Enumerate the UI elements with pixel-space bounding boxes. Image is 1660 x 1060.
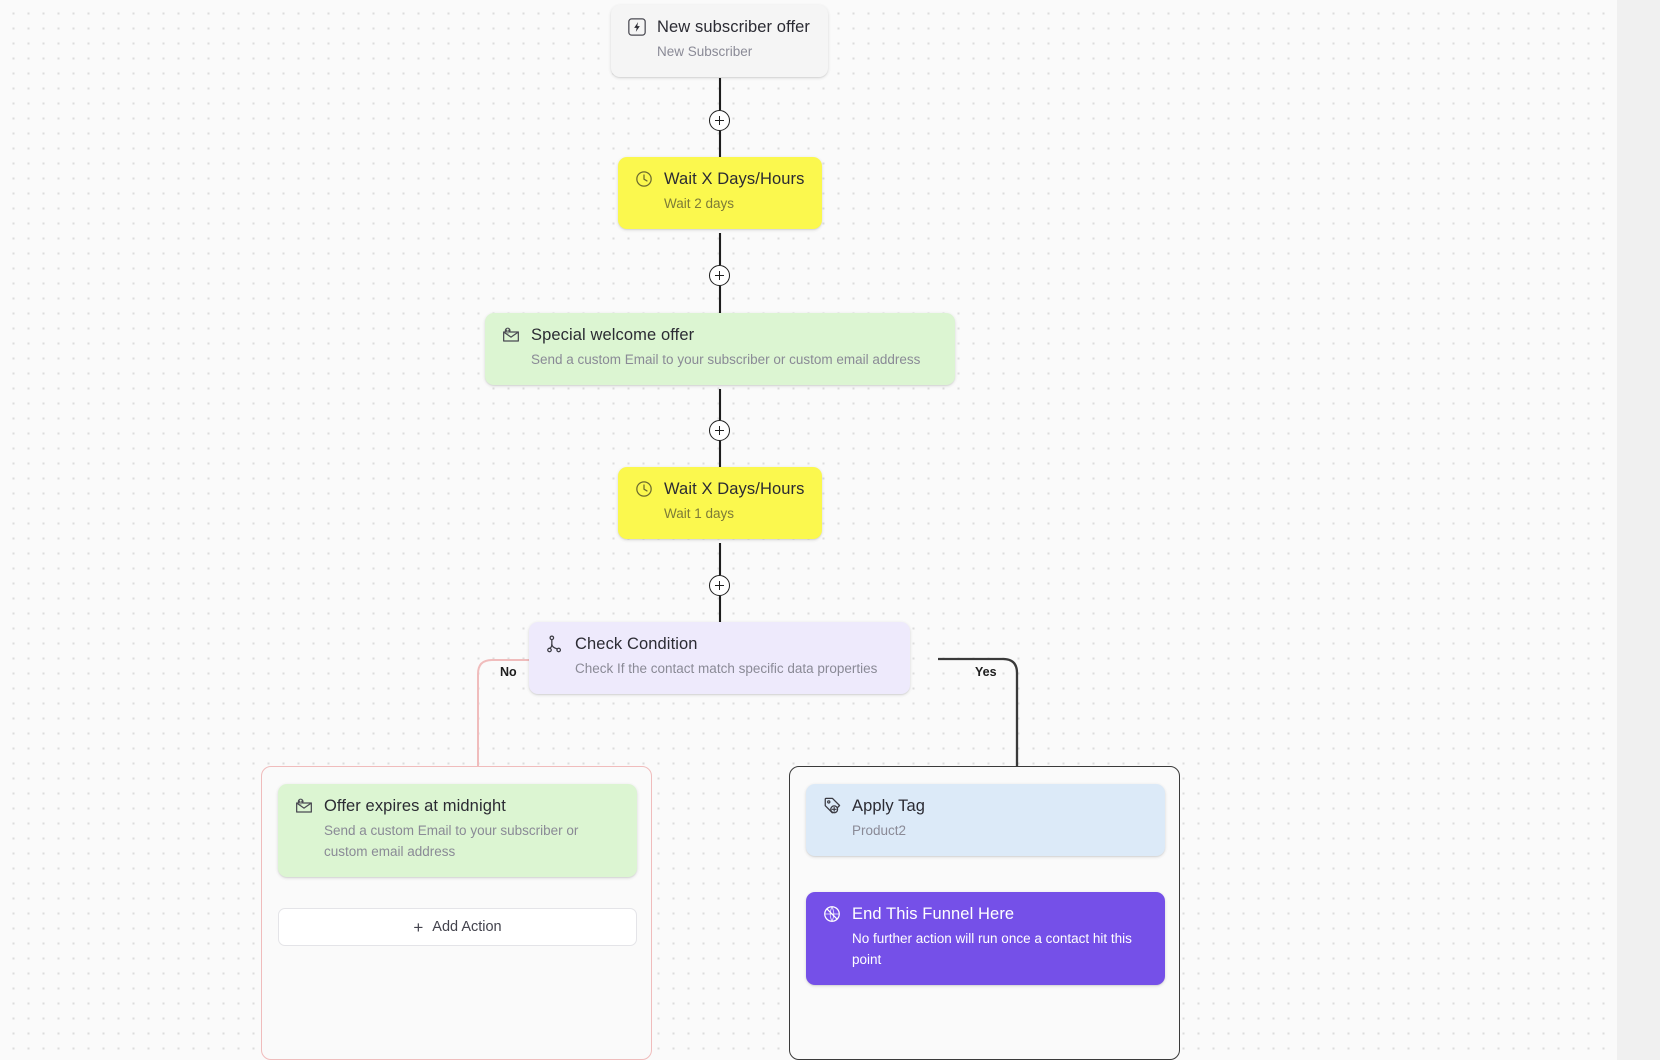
node-header: Offer expires at midnight — [294, 796, 621, 816]
node-title: New subscriber offer — [657, 17, 811, 36]
node-subtitle: Wait 2 days — [664, 196, 735, 211]
node-end-this-funnel-here[interactable]: End This Funnel Here No further action w… — [806, 892, 1165, 985]
branch-split-icon — [547, 635, 562, 653]
add-step-connector-1[interactable] — [709, 110, 730, 131]
branch-label-no: No — [500, 665, 517, 679]
clock-icon — [636, 171, 652, 187]
email-contact-icon — [296, 798, 312, 813]
node-header: Special welcome offer — [501, 325, 939, 345]
node-special-welcome-offer[interactable]: Special welcome offer Send a custom Emai… — [485, 313, 955, 385]
node-offer-expires-at-midnight[interactable]: Offer expires at midnight Send a custom … — [278, 784, 637, 877]
node-title: End This Funnel Here — [852, 904, 1015, 923]
node-title: Check Condition — [575, 634, 698, 653]
node-new-subscriber-offer[interactable]: New subscriber offer New Subscriber — [611, 5, 828, 77]
add-action-label: Add Action — [432, 919, 502, 935]
node-subtitle: New Subscriber — [657, 44, 753, 59]
branch-label-yes: Yes — [975, 665, 997, 679]
branch-container-no: Offer expires at midnight Send a custom … — [261, 766, 652, 1060]
node-subtitle: Check If the contact match specific data… — [575, 661, 878, 676]
tag-plus-icon — [824, 797, 841, 814]
node-header: Wait X Days/Hours — [634, 169, 806, 189]
node-check-condition[interactable]: Check Condition Check If the contact mat… — [529, 622, 910, 694]
node-subtitle: Send a custom Email to your subscriber o… — [531, 352, 921, 367]
add-step-connector-2[interactable] — [709, 265, 730, 286]
branch-container-yes: Apply Tag Product2 End This Funnel Here … — [789, 766, 1180, 1060]
node-header: End This Funnel Here — [822, 904, 1149, 924]
node-title: Wait X Days/Hours — [664, 169, 805, 188]
email-contact-icon — [503, 327, 519, 342]
lightning-bolt-icon — [628, 18, 646, 36]
clock-icon — [636, 481, 652, 497]
node-subtitle: Wait 1 days — [664, 506, 735, 521]
node-header: Apply Tag — [822, 796, 1149, 816]
node-title: Special welcome offer — [531, 325, 695, 344]
node-subtitle: Send a custom Email to your subscriber o… — [324, 823, 579, 859]
node-title: Wait X Days/Hours — [664, 479, 805, 498]
node-wait-2[interactable]: Wait X Days/Hours Wait 1 days — [618, 467, 822, 539]
workflow-canvas[interactable]: New subscriber offer New Subscriber Wait… — [0, 0, 1617, 1060]
node-title: Offer expires at midnight — [324, 796, 506, 815]
node-subtitle: No further action will run once a contac… — [852, 931, 1132, 967]
ban-circle-icon — [824, 906, 840, 923]
add-step-connector-3[interactable] — [709, 420, 730, 441]
node-title: Apply Tag — [852, 796, 926, 815]
node-header: Wait X Days/Hours — [634, 479, 806, 499]
node-apply-tag[interactable]: Apply Tag Product2 — [806, 784, 1165, 856]
canvas-gutter — [1617, 0, 1660, 1060]
node-wait-1[interactable]: Wait X Days/Hours Wait 2 days — [618, 157, 822, 229]
add-step-connector-4[interactable] — [709, 575, 730, 596]
node-header: New subscriber offer — [627, 17, 812, 37]
node-header: Check Condition — [545, 634, 894, 654]
add-action-button-no-branch[interactable]: + Add Action — [278, 908, 637, 946]
node-subtitle: Product2 — [852, 823, 907, 838]
plus-icon: + — [413, 917, 424, 937]
